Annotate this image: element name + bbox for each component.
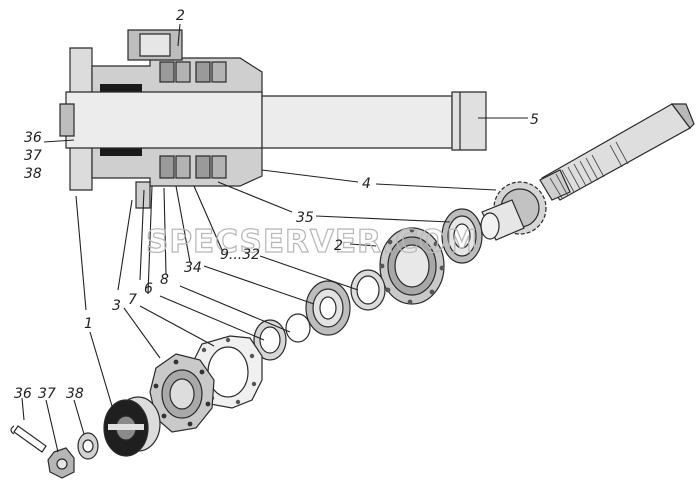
hub-cover-3 [149, 353, 215, 433]
callout-6: 6 [144, 281, 153, 297]
drive-gear [480, 181, 547, 241]
leader-lines [21, 23, 528, 453]
callout-labels: 2 5 4 35 2 9...32 34 8 6 7 3 1 36 37 38 … [14, 8, 539, 402]
callout-37-left: 37 [24, 148, 42, 164]
upper-bearing [159, 61, 227, 83]
callout-8: 8 [160, 272, 169, 288]
nut-washer [77, 432, 99, 460]
callout-4: 4 [362, 176, 371, 192]
hub-assembly [59, 29, 487, 209]
callout-2-top: 2 [176, 8, 185, 24]
hub-cap-1 [103, 396, 161, 457]
cotter-pin [10, 425, 47, 453]
callout-9-32: 9...32 [220, 247, 260, 263]
callout-37-bottom: 37 [38, 386, 56, 402]
washer-6 [253, 319, 287, 361]
drive-shaft [539, 103, 695, 201]
bearing-34 [305, 280, 351, 336]
callout-38-bottom: 38 [66, 386, 84, 402]
callout-36-left: 36 [24, 130, 42, 146]
callout-36-bottom: 36 [14, 386, 32, 402]
spacer-ring [350, 269, 386, 311]
callout-34: 34 [184, 260, 202, 276]
callout-38-left: 38 [24, 166, 42, 182]
callout-35: 35 [296, 210, 314, 226]
callout-7: 7 [128, 292, 137, 308]
snap-ring [285, 313, 311, 343]
callout-2-mid: 2 [334, 238, 343, 254]
callout-1: 1 [84, 316, 93, 332]
castle-nut [47, 447, 75, 479]
lower-bearing [159, 155, 227, 179]
callout-3: 3 [112, 298, 121, 314]
flanged-ring-2 [379, 227, 445, 305]
bearing-35 [441, 208, 483, 264]
watermark-text: SPECSERVER.COM [146, 224, 478, 260]
callout-5: 5 [530, 112, 539, 128]
